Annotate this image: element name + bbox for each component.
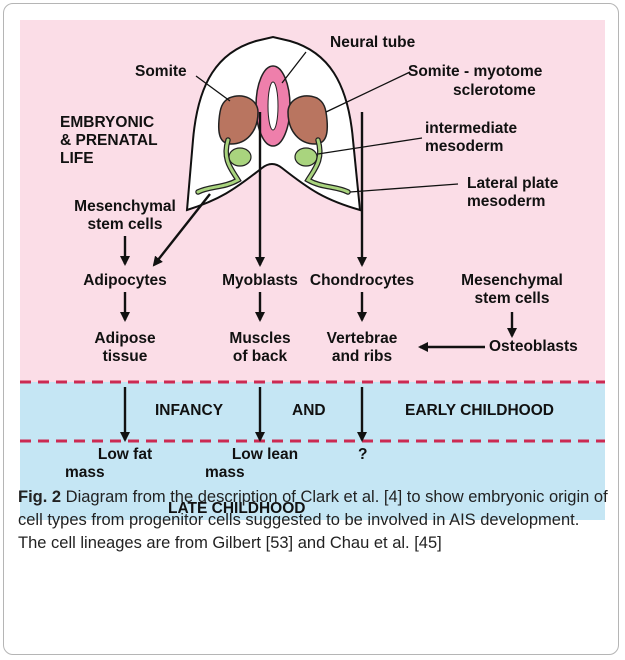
label-somite: Somite (135, 63, 187, 81)
label-lateral-mesoderm: mesoderm (467, 193, 545, 211)
label-of-back: of back (205, 348, 315, 366)
label-sclerotome: sclerotome (453, 82, 536, 100)
label-osteoblasts: Osteoblasts (489, 338, 578, 356)
label-and-ribs: and ribs (307, 348, 417, 366)
label-muscles: Muscles (205, 330, 315, 348)
label-intermediate: intermediate (425, 120, 517, 138)
label-neural-tube: Neural tube (330, 34, 415, 52)
label-somite-myotome: Somite - myotome (408, 63, 542, 81)
label-vertebrae: Vertebrae (307, 330, 417, 348)
caption-fig-label: Fig. 2 (18, 488, 61, 506)
label-embryonic: EMBRYONIC (60, 114, 154, 132)
label-adipocytes: Adipocytes (70, 272, 180, 290)
label-tissue: tissue (70, 348, 180, 366)
label-early-childhood: EARLY CHILDHOOD (405, 402, 554, 420)
label-low-fat-mass: mass (65, 464, 105, 482)
label-msc-left-2: stem cells (65, 216, 185, 234)
label-prenatal: & PRENATAL (60, 132, 158, 150)
label-low-fat: Low fat (65, 446, 185, 464)
label-and: AND (292, 402, 326, 420)
label-myoblasts: Myoblasts (205, 272, 315, 290)
label-adipose: Adipose (70, 330, 180, 348)
figure-caption: Fig. 2 Diagram from the description of C… (18, 486, 608, 555)
label-msc-left: Mesenchymal (65, 198, 185, 216)
label-low-lean: Low lean (205, 446, 325, 464)
label-lateral-plate: Lateral plate (467, 175, 558, 193)
intermediate-mesoderm-right (295, 148, 317, 166)
label-question: ? (358, 446, 367, 464)
caption-text: Diagram from the description of Clark et… (18, 488, 608, 552)
neural-tube-lumen (268, 82, 278, 130)
label-infancy: INFANCY (155, 402, 223, 420)
label-low-lean-mass: mass (205, 464, 245, 482)
figure-panel: Neural tube Somite Somite - myotome scle… (20, 20, 605, 520)
label-intermediate-mesoderm: mesoderm (425, 138, 503, 156)
label-msc-right-2: stem cells (452, 290, 572, 308)
label-life: LIFE (60, 150, 94, 168)
label-chondrocytes: Chondrocytes (302, 272, 422, 290)
intermediate-mesoderm-left (229, 148, 251, 166)
label-msc-right: Mesenchymal (452, 272, 572, 290)
